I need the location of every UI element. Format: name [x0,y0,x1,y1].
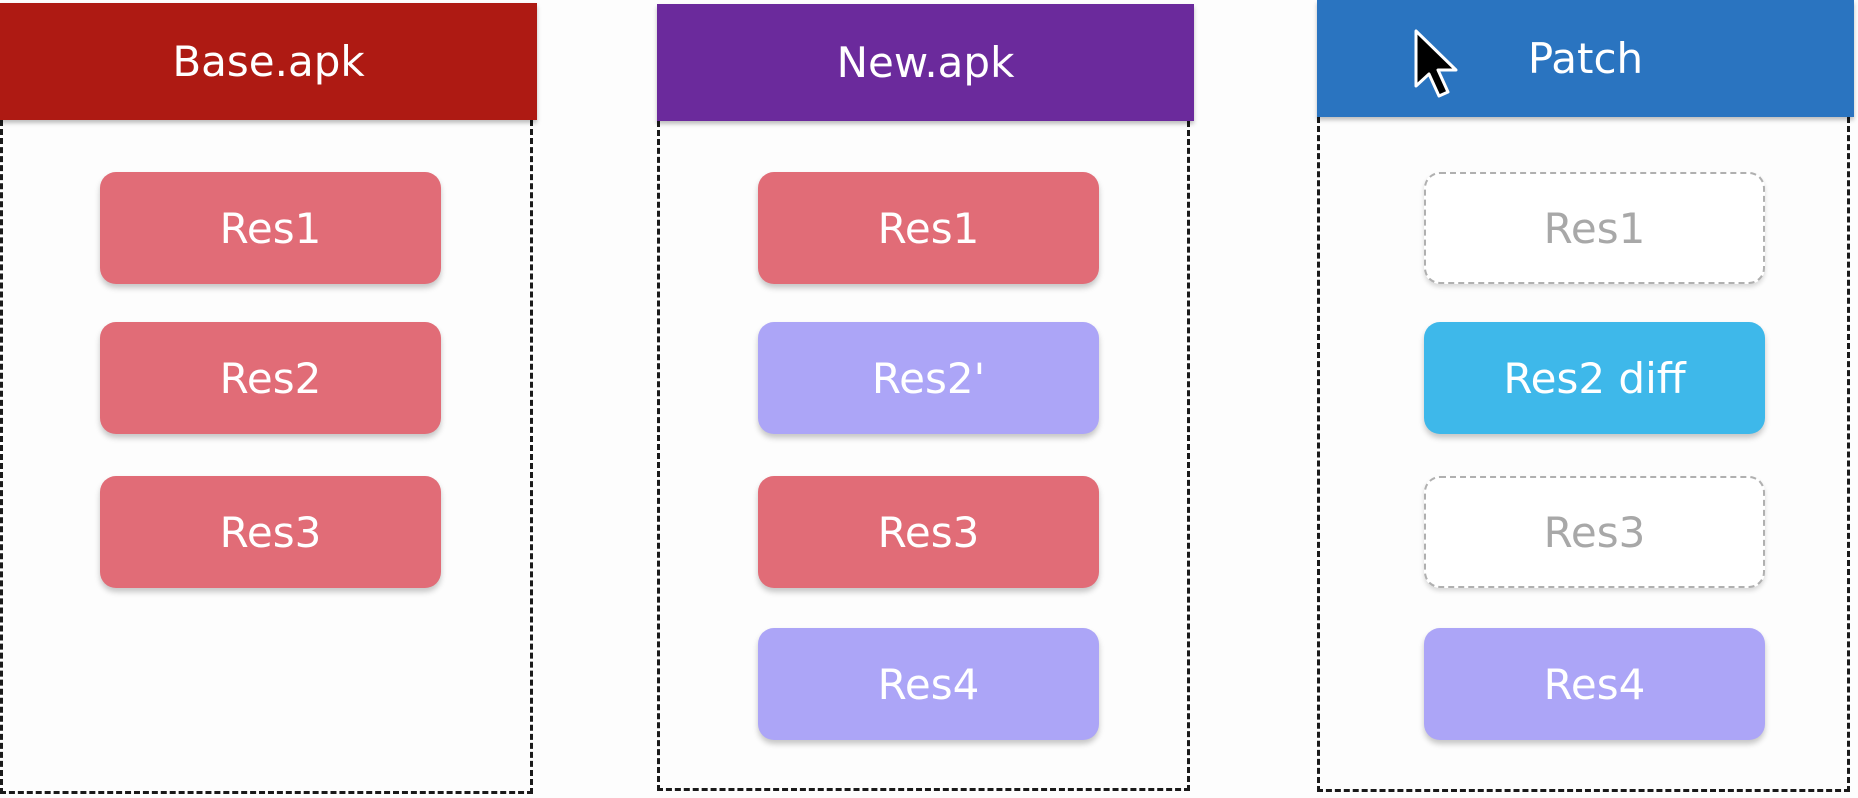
patch-res3-placeholder-box: Res3 [1424,476,1765,588]
patch-res4-box: Res4 [1424,628,1765,740]
new-res3-box: Res3 [758,476,1099,588]
mouse-pointer-icon [1414,29,1458,98]
patch-container [1317,117,1850,792]
new-apk-container [657,121,1190,791]
new-apk-header: New.apk [657,4,1194,121]
patch-res1-placeholder-box: Res1 [1424,172,1765,284]
base-apk-header: Base.apk [0,3,537,120]
new-res2-prime-box: Res2' [758,322,1099,434]
new-res1-box: Res1 [758,172,1099,284]
base-res3-box: Res3 [100,476,441,588]
base-apk-container [0,120,533,794]
base-res2-box: Res2 [100,322,441,434]
patch-header: Patch [1317,0,1854,117]
new-res4-box: Res4 [758,628,1099,740]
patch-res2-diff-box: Res2 diff [1424,322,1765,434]
base-res1-box: Res1 [100,172,441,284]
